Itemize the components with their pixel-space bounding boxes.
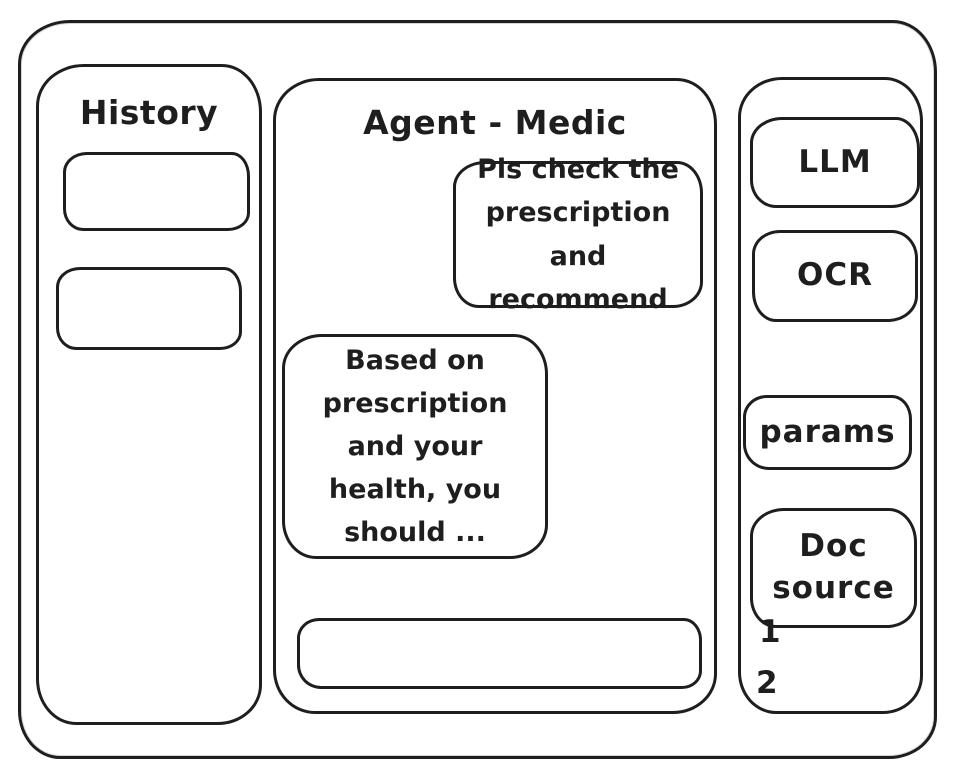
agent-message-bubble: Based on prescription and your health, y… [282, 334, 548, 559]
params-button[interactable]: params [743, 395, 912, 470]
doc-source-item-2[interactable]: 2 [756, 665, 778, 701]
history-item[interactable] [56, 267, 242, 350]
chat-panel-title: Agent - Medic [363, 103, 627, 142]
history-panel-title: History [79, 93, 219, 132]
chat-input[interactable] [297, 618, 702, 689]
doc-source-item-1[interactable]: 1 [759, 614, 781, 650]
llm-button[interactable]: LLM [750, 117, 920, 208]
chat-panel: Agent - Medic Pls check the prescription… [273, 78, 717, 714]
tools-panel: LLM OCR params Doc source 1 2 [738, 77, 923, 714]
user-message-bubble: Pls check the prescription and recommend [453, 154, 703, 315]
doc-source-button[interactable]: Doc source [750, 508, 917, 628]
history-panel: History [36, 64, 262, 725]
history-item[interactable] [63, 152, 250, 231]
app-window: History Agent - Medic Pls check the pres… [18, 20, 937, 759]
ocr-button[interactable]: OCR [752, 230, 918, 322]
